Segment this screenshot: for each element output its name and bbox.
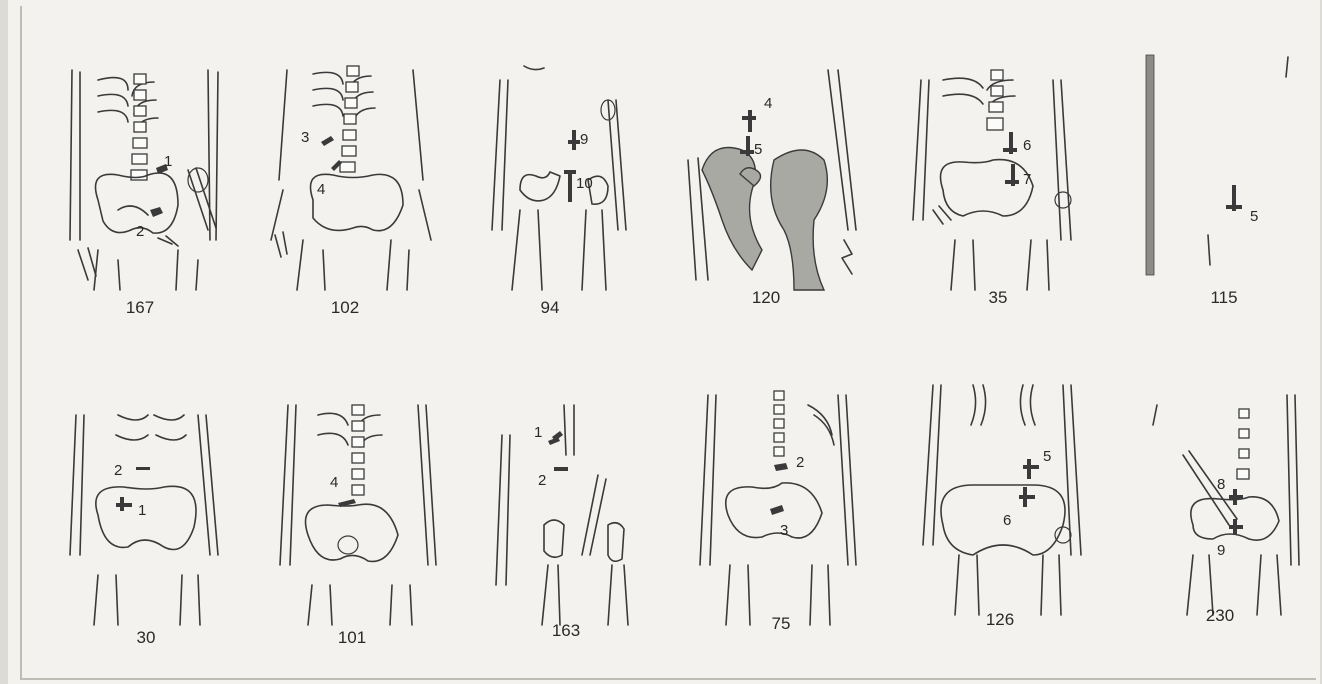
pin-label: 6	[1023, 137, 1031, 154]
pin-1-icon	[548, 431, 563, 445]
pin-5-icon	[1226, 185, 1242, 211]
pin-label: 4	[330, 474, 338, 491]
pin-label: 4	[317, 181, 325, 198]
pin-9-icon	[568, 130, 580, 150]
skeleton-panel-120: 4 5	[678, 40, 868, 290]
skeleton-panel-101: 4	[268, 395, 448, 625]
pin-4-icon	[742, 110, 756, 132]
skeleton-panel-126: 5 6	[903, 375, 1103, 615]
panel-id-102: 102	[305, 298, 385, 318]
spine	[131, 74, 147, 180]
pin-label: 10	[576, 175, 593, 192]
pin-3-icon	[770, 505, 784, 515]
pin-1-icon	[116, 497, 132, 511]
pin-7-icon	[1005, 164, 1019, 186]
pin-label: 1	[138, 502, 146, 519]
pin-label: 1	[164, 153, 172, 170]
panel-id-94: 94	[510, 298, 590, 318]
skeleton-panel-230: 8 9	[1133, 385, 1313, 625]
skeleton-panel-102: 3 4	[263, 60, 443, 290]
pin-label: 2	[114, 462, 122, 479]
pin-8-icon	[1229, 489, 1243, 505]
panel-id-75: 75	[741, 614, 821, 634]
pin-label: 1	[534, 424, 542, 441]
pin-9-icon	[1229, 519, 1243, 535]
pin-10-icon	[564, 170, 576, 202]
panel-id-120: 120	[726, 288, 806, 308]
pin-2-icon	[774, 463, 788, 471]
panel-id-230: 230	[1180, 606, 1260, 626]
spine	[352, 405, 364, 495]
panel-id-167: 167	[100, 298, 180, 318]
pin-5-icon	[740, 136, 754, 156]
pin-label: 3	[780, 522, 788, 539]
pin-5-icon	[1023, 459, 1039, 479]
pin-label: 8	[1217, 476, 1225, 493]
pin-label: 3	[301, 129, 309, 146]
pin-label: 5	[1043, 448, 1051, 465]
skeleton-panel-35: 6 7	[903, 60, 1093, 290]
pin-label: 2	[538, 472, 546, 489]
panel-id-115: 115	[1184, 288, 1264, 308]
pin-label: 2	[796, 454, 804, 471]
pin-label: 7	[1023, 171, 1031, 188]
pin-label: 5	[1250, 208, 1258, 225]
pin-2-icon	[136, 467, 150, 470]
pin-label: 6	[1003, 512, 1011, 529]
pin-label: 4	[764, 95, 772, 112]
figure-sheet: 1 2 167 3 4 102	[8, 0, 1320, 684]
skeleton-panel-167: 1 2	[58, 60, 238, 290]
panel-id-30: 30	[106, 628, 186, 648]
pin-2-icon	[554, 467, 568, 471]
panel-id-101: 101	[312, 628, 392, 648]
pin-6-icon	[1019, 487, 1035, 507]
pin-3-icon	[321, 136, 334, 146]
spine	[1237, 409, 1249, 479]
panel-id-126: 126	[960, 610, 1040, 630]
spine	[774, 391, 784, 456]
pin-label: 9	[580, 131, 588, 148]
skeleton-panel-30: 2 1	[58, 405, 238, 625]
pin-6-icon	[1003, 132, 1017, 154]
pin-label: 2	[136, 223, 144, 240]
panel-id-163: 163	[526, 621, 606, 641]
skeleton-panel-115: 5	[1138, 45, 1308, 285]
skeleton-panel-75: 2 3	[688, 385, 868, 625]
panel-id-35: 35	[958, 288, 1038, 308]
pin-label: 9	[1217, 542, 1225, 559]
skeleton-panel-163: 1 2	[478, 395, 658, 625]
pin-2-icon	[150, 207, 163, 217]
skeleton-panel-94: 9 10	[468, 60, 648, 290]
pin-label: 5	[754, 141, 762, 158]
